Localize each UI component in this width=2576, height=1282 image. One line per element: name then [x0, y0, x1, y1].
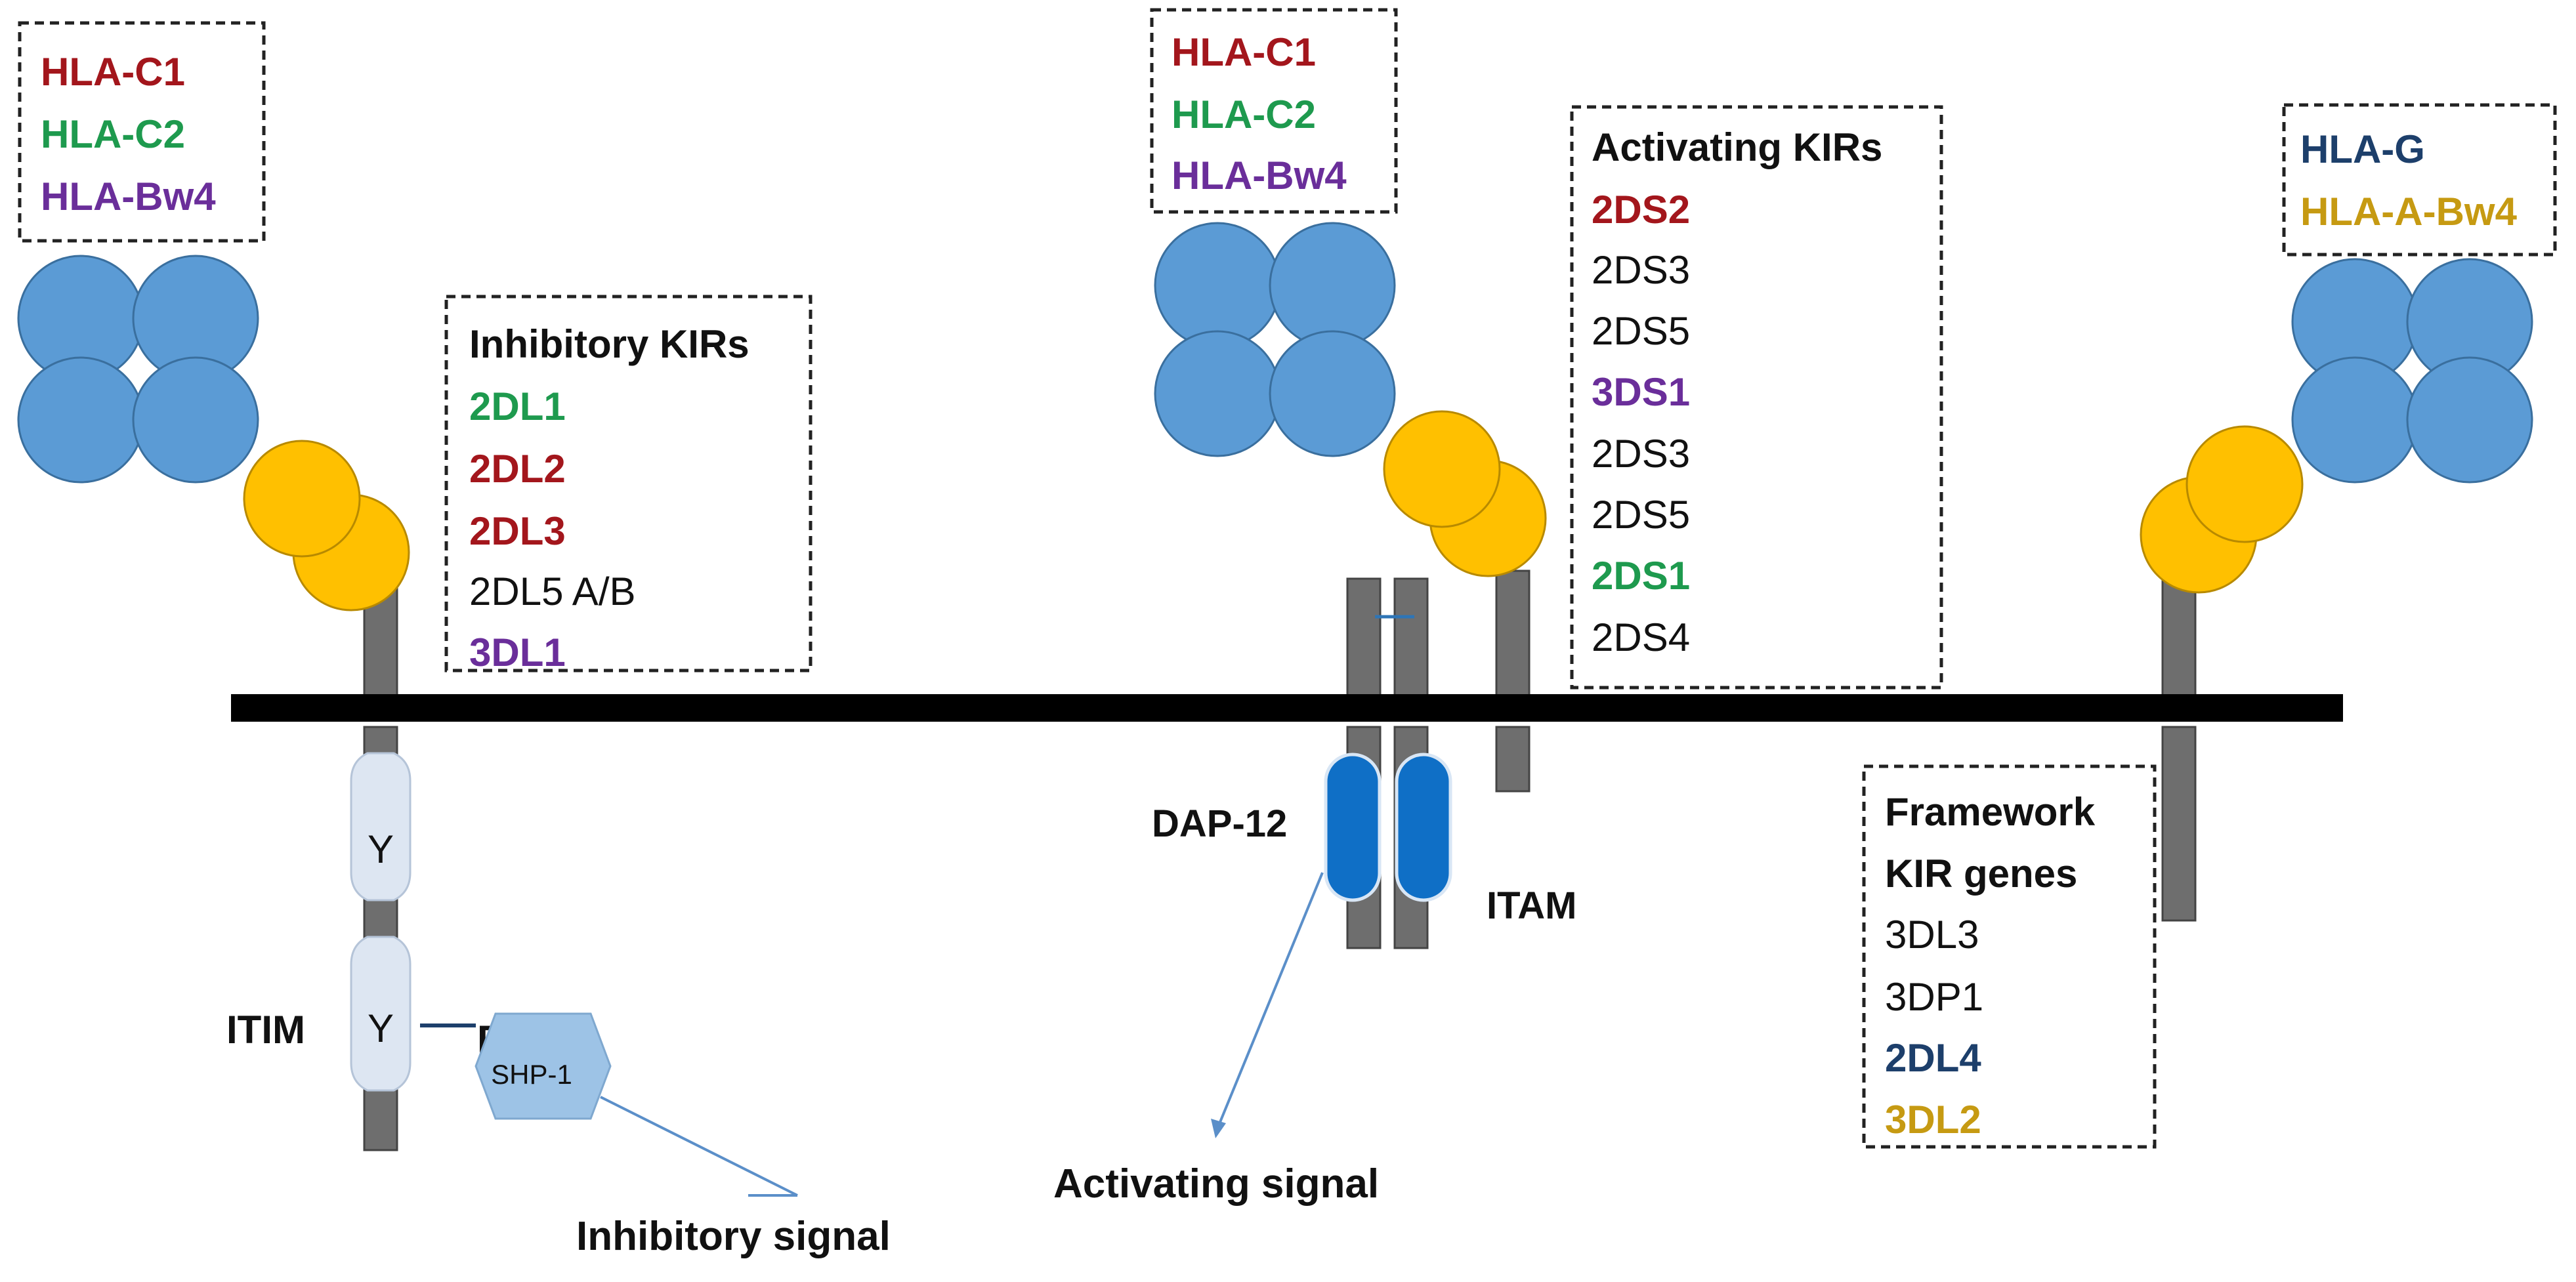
- y-upper-label: Y: [368, 827, 394, 871]
- activating-kir-item: 2DS4: [1592, 615, 1690, 659]
- middle-hla-molecule: [1154, 222, 1396, 457]
- itam-domain-left: [1324, 753, 1382, 902]
- activating-kir-item: 2DS2: [1592, 188, 1690, 232]
- activating-kir-item: 2DS1: [1592, 554, 1690, 598]
- kir-ig-domain: [1383, 410, 1501, 528]
- middle-ligand-hla-bw4: HLA-Bw4: [1172, 154, 1347, 197]
- itim-label: ITIM: [226, 1008, 305, 1052]
- middle-ligand-hla-c2: HLA-C2: [1172, 93, 1316, 136]
- left-ligand-hla-c1: HLA-C1: [41, 50, 185, 94]
- activating-signal-label: Activating signal: [1053, 1161, 1379, 1207]
- right-ligand-hla-a-bw4: HLA-A-Bw4: [2300, 190, 2518, 234]
- middle-ligand-hla-c1: HLA-C1: [1172, 30, 1316, 74]
- shp1-label: SHP-1: [491, 1059, 572, 1090]
- hla-domain: [132, 356, 259, 484]
- left-ligand-box: HLA-C1 HLA-C2 HLA-Bw4: [18, 21, 266, 243]
- framework-kir-item: 3DP1: [1885, 975, 1983, 1019]
- activating-kir-title: Activating KIRs: [1592, 125, 1882, 169]
- hla-domain: [17, 356, 144, 484]
- right-kir-domains: [2140, 425, 2304, 594]
- framework-kir-item: 3DL3: [1885, 913, 1979, 957]
- activating-kir-item: 2DS5: [1592, 309, 1690, 353]
- inhibitory-signal-label: Inhibitory signal: [576, 1214, 891, 1259]
- itim-domain-lower: Y: [350, 936, 412, 1092]
- inhibitory-kir-item: 2DL3: [469, 509, 566, 553]
- activating-arrow-head: [1211, 1119, 1226, 1138]
- left-hla-molecule: [17, 255, 259, 484]
- activating-kir-stalk-lower: [1495, 726, 1531, 793]
- inhibitory-kir-item: 2DL2: [469, 447, 566, 491]
- kir-ig-domain: [2185, 425, 2304, 543]
- left-ligand-hla-bw4: HLA-Bw4: [41, 175, 216, 218]
- hla-domain: [1269, 222, 1396, 349]
- activating-kir-stalk-upper: [1495, 569, 1531, 707]
- inhibitory-kir-title: Inhibitory KIRs: [469, 322, 750, 366]
- dap12-label: DAP-12: [1152, 802, 1287, 845]
- activating-kir-item: 2DS3: [1592, 432, 1690, 476]
- y-lower-label: Y: [368, 1006, 394, 1050]
- activating-arrow: [1216, 872, 1324, 1129]
- framework-kir-item: 3DL2: [1885, 1098, 1981, 1142]
- hla-domain: [2291, 356, 2418, 484]
- itim-domain-upper: Y: [350, 752, 412, 901]
- framework-kir-item: 2DL4: [1885, 1036, 1981, 1080]
- activating-kir-box: Activating KIRs 2DS2 2DS3 2DS5 3DS1 2DS3…: [1570, 105, 1943, 690]
- itam-domain-right: [1395, 753, 1452, 902]
- right-kir-stalk-lower: [2161, 726, 2197, 922]
- shp1-shape: [475, 1012, 612, 1120]
- activating-kir-item: 2DS3: [1592, 248, 1690, 292]
- cell-membrane: [231, 694, 2343, 722]
- dap12-stalk-left-upper: [1346, 577, 1382, 707]
- itam-label: ITAM: [1487, 884, 1576, 927]
- hla-domain: [1269, 330, 1396, 457]
- framework-title-line1: Framework: [1885, 790, 2096, 834]
- inhibitory-kir-item: 2DL5 A/B: [469, 569, 636, 613]
- hla-domain: [1154, 222, 1281, 349]
- left-ligand-hla-c2: HLA-C2: [41, 112, 185, 156]
- activating-kir-domains: [1383, 410, 1547, 577]
- middle-ligand-box: HLA-C1 HLA-C2 HLA-Bw4: [1150, 8, 1398, 214]
- right-hla-molecule: [2291, 258, 2533, 484]
- kir-ig-domain: [243, 440, 361, 558]
- inhibitory-arrow: [600, 1096, 798, 1197]
- framework-title-line2: KIR genes: [1885, 852, 2077, 896]
- inhibitory-kir-item: 3DL1: [469, 631, 566, 674]
- hla-domain: [1154, 330, 1281, 457]
- framework-kir-box: Framework KIR genes 3DL3 3DP1 2DL4 3DL2: [1862, 764, 2157, 1149]
- hla-domain: [2406, 356, 2533, 484]
- inhibitory-kir-box: Inhibitory KIRs 2DL1 2DL2 2DL3 2DL5 A/B …: [444, 295, 813, 674]
- inhibitory-kir-item: 2DL1: [469, 384, 566, 428]
- activating-kir-item: 2DS5: [1592, 493, 1690, 537]
- left-kir-domains: [243, 440, 410, 611]
- right-ligand-hla-g: HLA-G: [2300, 127, 2425, 171]
- right-ligand-box: HLA-G HLA-A-Bw4: [2282, 103, 2557, 257]
- activating-kir-item: 3DS1: [1592, 370, 1690, 414]
- dap12-stalk-right-upper: [1393, 577, 1429, 707]
